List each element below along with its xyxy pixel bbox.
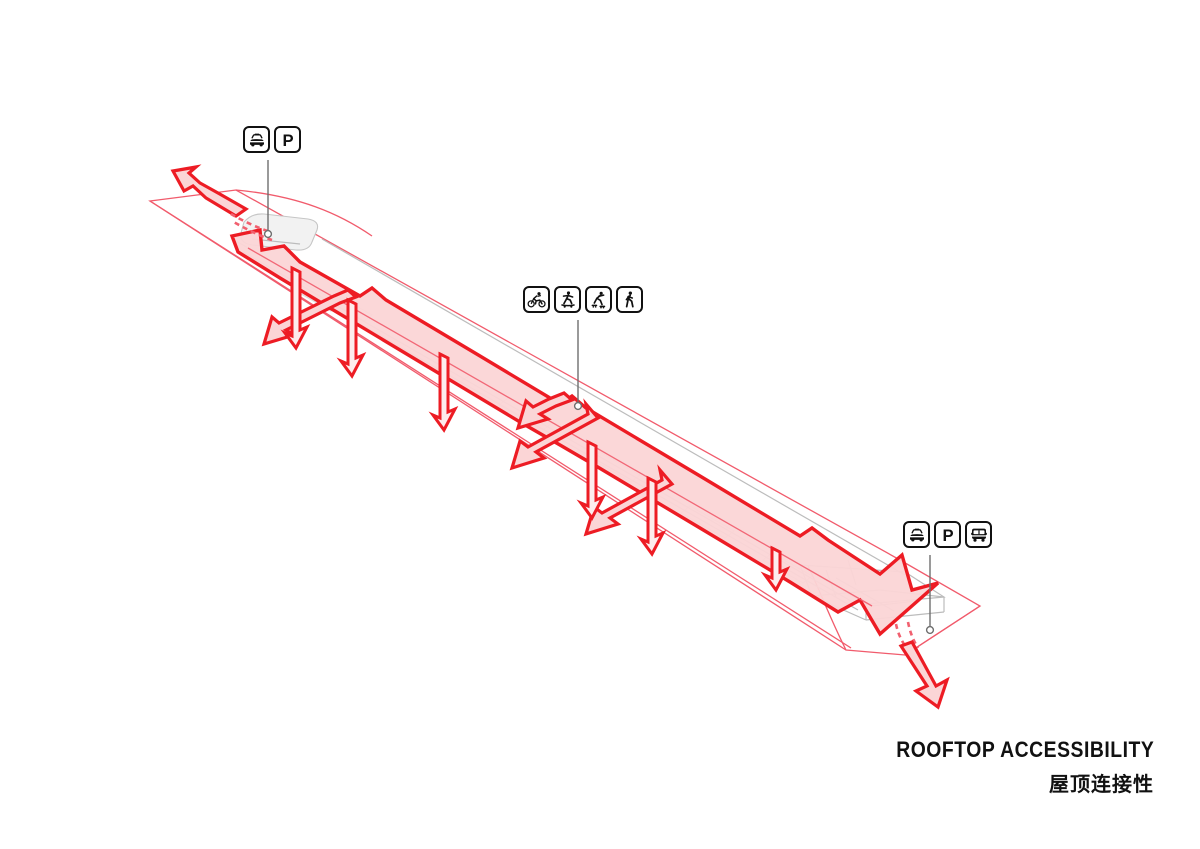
southeast-exit-arrow <box>894 621 950 710</box>
leader-endpoint-middle <box>573 401 583 411</box>
descent-arrow-4 <box>576 439 607 521</box>
title-english: ROOFTOP ACCESSIBILITY <box>895 736 1154 762</box>
pedestrian-icon[interactable] <box>616 286 643 313</box>
parking-icon[interactable]: P <box>274 126 301 153</box>
branch-arrow-north <box>261 288 360 347</box>
taxi-icon[interactable] <box>243 126 270 153</box>
descent-arrow-3 <box>428 351 459 433</box>
leader-endpoint-south <box>925 625 935 635</box>
svg-text:P: P <box>942 526 953 545</box>
annotation-icons-rooftop-promenade <box>523 286 643 313</box>
site-boundary-outline <box>148 189 982 656</box>
northwest-exit-arrow <box>170 164 273 242</box>
branch-arrow-center-long <box>509 398 601 471</box>
descent-arrow-2 <box>336 297 367 379</box>
taxi-icon[interactable] <box>903 521 930 548</box>
descent-arrow-5 <box>636 475 667 557</box>
skateboard-icon[interactable] <box>554 286 581 313</box>
annotation-icons-drop-off-north: P <box>243 126 301 153</box>
rollerblade-icon[interactable] <box>585 286 612 313</box>
svg-text:P: P <box>282 131 293 150</box>
cyclist-icon[interactable] <box>523 286 550 313</box>
title-chinese: 屋顶连接性 <box>1049 772 1154 796</box>
descent-arrows <box>280 265 791 593</box>
branch-arrow-middle <box>515 391 576 431</box>
leader-lines <box>263 160 935 635</box>
descent-arrow-6 <box>760 545 791 593</box>
leader-endpoint-north <box>263 229 273 239</box>
annotation-icons-transit-hub-south: P <box>903 521 992 548</box>
title-block: ROOFTOP ACCESSIBILITY 屋顶连接性 <box>861 737 1154 797</box>
parking-icon[interactable]: P <box>934 521 961 548</box>
bus-icon[interactable] <box>965 521 992 548</box>
descent-arrow-1 <box>280 265 311 351</box>
